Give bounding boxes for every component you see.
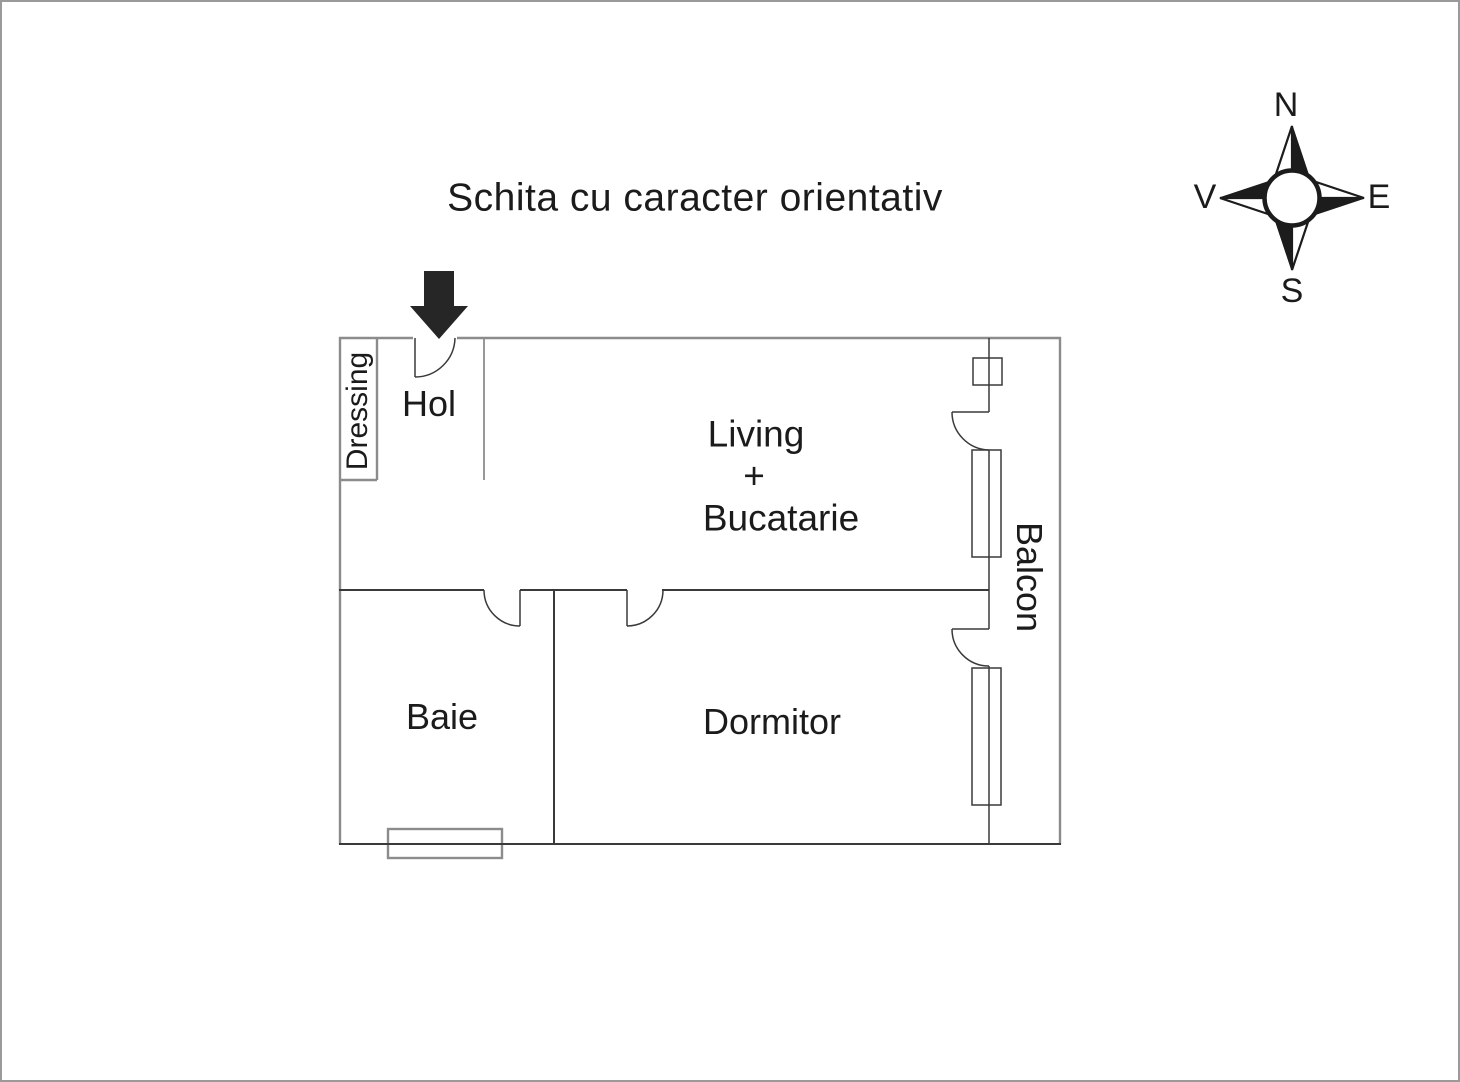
room-label-bucatarie: Bucatarie xyxy=(702,497,860,539)
entrance-arrow-icon xyxy=(410,271,468,339)
compass-label-south: S xyxy=(1280,272,1304,310)
living-small-window xyxy=(972,357,1003,386)
baie-door xyxy=(483,589,521,627)
balcony-door-dormitor xyxy=(951,628,990,667)
dormitor-tall-window xyxy=(971,667,1002,806)
compass-rose-icon xyxy=(1219,125,1365,271)
room-label-dormitor: Dormitor xyxy=(702,701,842,742)
room-label-baie: Baie xyxy=(405,696,479,737)
room-label-dressing: Dressing xyxy=(341,351,374,471)
compass-label-east: E xyxy=(1367,178,1391,216)
entrance-door xyxy=(414,337,456,378)
page-title: Schita cu caracter orientativ xyxy=(447,176,943,220)
living-tall-window xyxy=(971,449,1002,558)
compass-label-north: N xyxy=(1273,86,1299,124)
room-label-plus: + xyxy=(743,455,765,497)
compass-label-west: V xyxy=(1193,178,1217,216)
room-label-living: Living xyxy=(707,413,805,455)
room-label-hol: Hol xyxy=(401,383,457,424)
dressing-partition xyxy=(340,338,379,482)
room-label-balcon: Balcon xyxy=(1009,521,1050,633)
dormitor-door xyxy=(626,589,664,627)
balcony-door-living xyxy=(951,411,990,451)
compass-circle xyxy=(1262,168,1322,228)
